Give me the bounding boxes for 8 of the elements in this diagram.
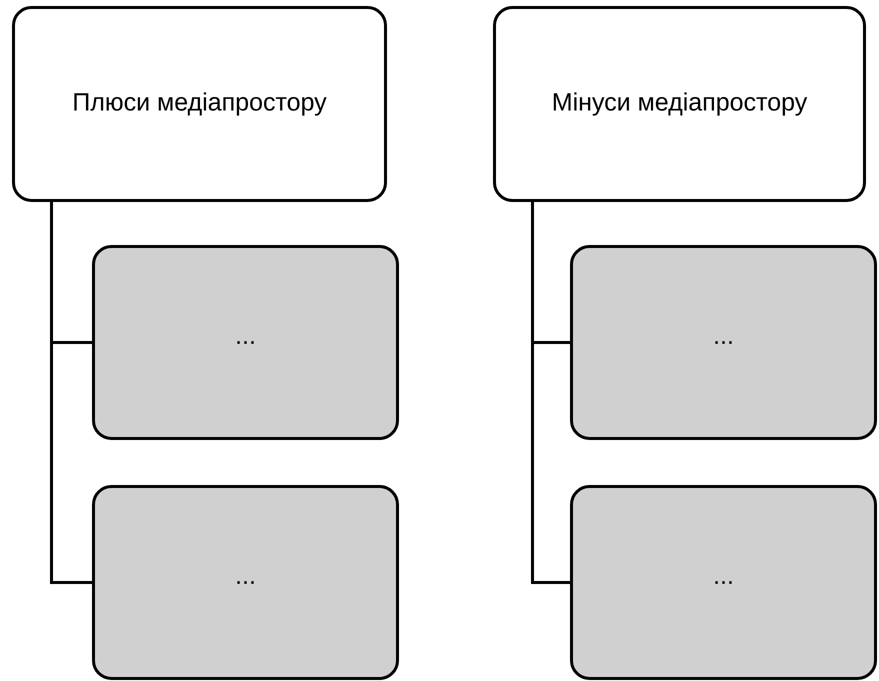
- connector-line: [50, 200, 94, 584]
- item-box: ...: [570, 485, 877, 680]
- item-box: ...: [92, 245, 399, 440]
- category-box: Плюси медіапростору: [12, 6, 387, 202]
- connector-line: [531, 200, 572, 584]
- item-box: ...: [92, 485, 399, 680]
- item-box: ...: [570, 245, 877, 440]
- category-box: Мінуси медіапростору: [493, 6, 866, 202]
